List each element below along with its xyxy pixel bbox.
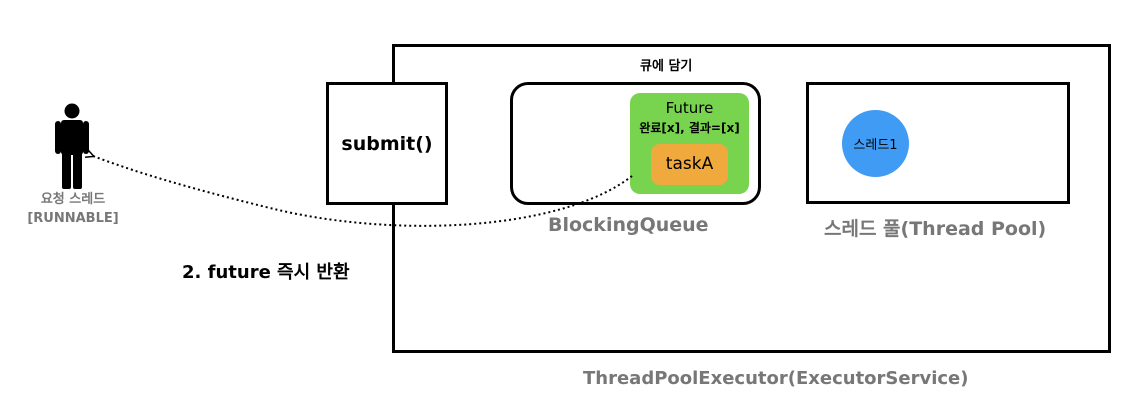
thread-pool-box [806,82,1070,204]
person-icon [55,103,89,189]
future-return-label: 2. future 즉시 반환 [182,262,350,283]
thread-circle: 스레드1 [842,110,909,177]
thread-label: 스레드1 [853,138,898,153]
blocking-queue-box [510,82,761,205]
requester-label: 요청 스레드 [RUNNABLE] [18,190,128,228]
thread-pool-label: 스레드 풀(Thread Pool) [824,218,1047,240]
requester-state: [RUNNABLE] [27,211,119,226]
submit-box: submit() [326,82,448,205]
submit-label: submit() [341,133,433,155]
task-card: taskA [651,144,728,185]
requester-name: 요청 스레드 [40,192,106,207]
task-label: taskA [665,154,714,174]
executor-label: ThreadPoolExecutor(ExecutorService) [583,368,969,389]
queue-caption: 큐에 담기 [640,59,693,74]
future-title: Future [665,99,714,117]
future-status: 완료[x], 결과=[x] [639,121,740,135]
blocking-queue-label: BlockingQueue [548,214,709,236]
